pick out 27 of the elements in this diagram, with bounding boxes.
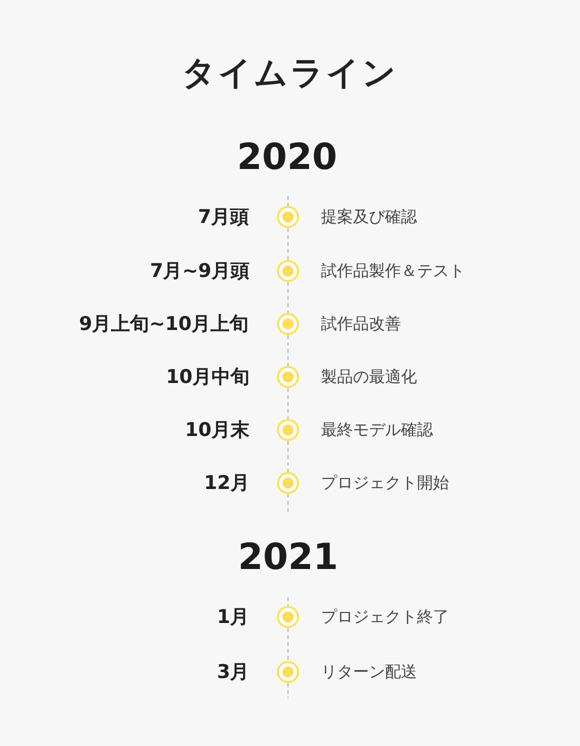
event-label: 最終モデル確認	[321, 419, 433, 441]
date-label: 3月	[217, 660, 250, 684]
date-label: 7月~9月頭	[150, 259, 250, 283]
timeline-dot	[277, 366, 299, 388]
date-label: 10月末	[185, 418, 250, 442]
date-label: 7月頭	[198, 205, 250, 229]
timeline-dot	[277, 472, 299, 494]
date-label: 12月	[204, 471, 250, 495]
timeline-dot	[277, 606, 299, 628]
event-label: 製品の最適化	[321, 366, 417, 388]
date-label: 9月上旬~10月上旬	[79, 312, 249, 336]
event-label: プロジェクト開始	[321, 472, 449, 494]
event-label: 試作品製作＆テスト	[321, 260, 465, 282]
timeline-dot	[277, 661, 299, 683]
event-label: 提案及び確認	[321, 206, 417, 228]
date-label: 10月中旬	[166, 365, 250, 389]
event-label: 試作品改善	[321, 313, 401, 335]
timeline-dot	[277, 206, 299, 228]
timeline-dot	[277, 313, 299, 335]
event-label: プロジェクト終了	[321, 606, 449, 628]
event-label: リターン配送	[321, 661, 417, 683]
timeline-dot	[277, 419, 299, 441]
date-label: 1月	[217, 605, 250, 629]
year-heading: 2020	[237, 137, 338, 179]
title: タイムライン	[182, 53, 398, 93]
year-heading: 2021	[238, 537, 338, 579]
timeline-dot	[277, 260, 299, 282]
